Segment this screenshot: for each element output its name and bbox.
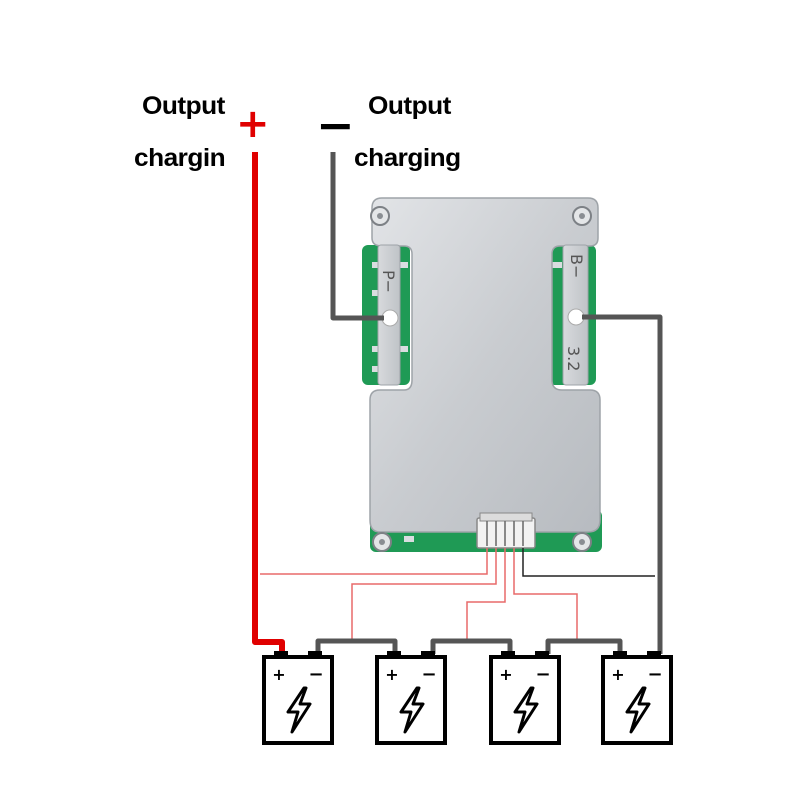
- battery-plus-label: +: [499, 665, 512, 684]
- negative-output-wire: [330, 152, 384, 321]
- series-link-1-2: [315, 638, 398, 654]
- right-output-label: Output: [368, 92, 451, 120]
- balance-wire-b0: [260, 548, 488, 575]
- heatsink-plate: [369, 197, 601, 533]
- b-minus-label: B−: [567, 254, 586, 278]
- mounting-screws: [370, 206, 592, 552]
- balance-wire-b2: [466, 548, 506, 640]
- battery-minus-label: −: [421, 664, 436, 685]
- board-number-label: 3.2: [564, 346, 583, 371]
- battery-plus-label: +: [385, 665, 398, 684]
- battery-plus-label: +: [611, 665, 624, 684]
- balance-connector: [476, 512, 536, 549]
- left-output-label: Output: [142, 92, 225, 120]
- b-minus-terminal-hole: [567, 308, 585, 326]
- balance-wires: [260, 548, 578, 640]
- left-charging-label: chargin: [134, 144, 226, 172]
- battery-minus-label: −: [647, 664, 662, 685]
- series-links: [315, 638, 623, 654]
- series-link-2-3: [430, 638, 513, 654]
- b-minus-wire: [582, 314, 663, 654]
- right-charging-label: charging: [354, 144, 461, 172]
- balance-wire-b1: [351, 548, 497, 640]
- p-minus-terminal-hole: [381, 309, 399, 327]
- lightning-bolt-icon: [286, 686, 312, 734]
- battery-icon: +−: [601, 651, 673, 745]
- series-link-3-4: [545, 638, 623, 654]
- battery-icon: +−: [375, 651, 447, 745]
- lightning-bolt-icon: [513, 686, 539, 734]
- minus-sign-icon: −: [316, 98, 355, 152]
- battery-icon: +−: [262, 651, 334, 745]
- battery-minus-label: −: [535, 664, 550, 685]
- lightning-bolt-icon: [625, 686, 651, 734]
- battery-cells: +−+−+−+−: [262, 651, 673, 745]
- lightning-bolt-icon: [399, 686, 425, 734]
- balance-wire-b4: [522, 548, 655, 577]
- balance-wire-b3: [513, 548, 578, 640]
- positive-output-wire: [252, 152, 285, 654]
- battery-icon: +−: [489, 651, 561, 745]
- battery-plus-label: +: [272, 665, 285, 684]
- p-minus-label: P−: [379, 270, 398, 293]
- battery-minus-label: −: [308, 664, 323, 685]
- plus-sign-icon: +: [236, 101, 270, 147]
